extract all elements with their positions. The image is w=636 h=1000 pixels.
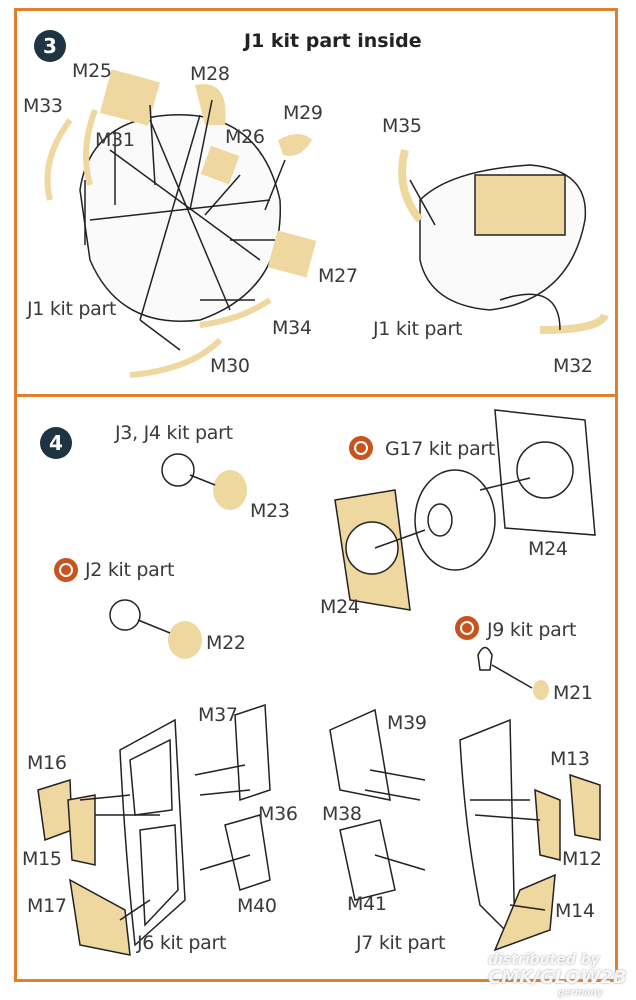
optional-part-icon-j9: [455, 616, 479, 640]
optional-part-icon-j2: [54, 558, 78, 582]
label-m30: M30: [210, 355, 250, 377]
installed-panels: [474, 174, 566, 236]
label-m24-right: M24: [528, 538, 568, 560]
label-m29: M29: [283, 102, 323, 124]
label-j1-left: J1 kit part: [27, 298, 117, 320]
label-m34: M34: [272, 317, 312, 339]
part-m23: [213, 470, 247, 510]
part-m28: [195, 84, 226, 125]
label-m25: M25: [72, 60, 112, 82]
label-j6: J6 kit part: [137, 932, 227, 954]
label-j1-right: J1 kit part: [373, 318, 463, 340]
label-m36: M36: [258, 803, 298, 825]
label-m22: M22: [206, 632, 246, 654]
part-j3-j4: [161, 453, 195, 487]
step-3-badge: 3: [34, 30, 66, 62]
label-m24-left: M24: [320, 596, 360, 618]
label-m27: M27: [318, 265, 358, 287]
label-m14: M14: [555, 900, 595, 922]
part-m41: [339, 819, 396, 901]
part-m12: [534, 788, 561, 861]
label-m31: M31: [95, 129, 135, 151]
label-m38: M38: [322, 803, 362, 825]
part-m40: [224, 814, 271, 891]
watermark-line3: germany: [558, 988, 603, 998]
part-m21: [533, 680, 549, 700]
part-m29: [278, 134, 312, 156]
label-m16: M16: [27, 752, 67, 774]
part-m13: [569, 773, 601, 841]
part-m34: [199, 297, 272, 328]
label-m33: M33: [23, 95, 63, 117]
step-3-title: J1 kit part inside: [244, 30, 422, 52]
watermark-line1: distributed by: [488, 952, 600, 968]
part-m26: [200, 145, 240, 185]
label-j3-j4: J3, J4 kit part: [115, 422, 233, 444]
label-m23: M23: [250, 500, 290, 522]
step-4-badge: 4: [40, 427, 72, 459]
part-m32: [539, 313, 609, 334]
part-m14: [493, 873, 556, 952]
label-m40: M40: [237, 895, 277, 917]
step-4-panel: [14, 394, 618, 982]
part-j9: [477, 646, 493, 671]
label-m21: M21: [553, 682, 593, 704]
watermark-logo: CMK/GLOW2B: [488, 967, 627, 988]
label-m26: M26: [225, 126, 265, 148]
part-m31: [83, 108, 98, 186]
part-j2: [109, 599, 141, 631]
part-m16: [37, 778, 73, 842]
label-m12: M12: [562, 848, 602, 870]
label-g17: G17 kit part: [385, 438, 496, 460]
label-m28: M28: [190, 63, 230, 85]
part-m27: [267, 230, 317, 278]
part-m17: [69, 878, 131, 956]
wheel-g17: [414, 469, 496, 571]
label-m15: M15: [22, 848, 62, 870]
frame-j6: [119, 718, 186, 947]
optional-part-icon-g17: [349, 436, 373, 460]
kit-part-icons: [54, 436, 479, 640]
part-m22: [168, 621, 202, 659]
label-m39: M39: [387, 712, 427, 734]
step-3-drawing: [44, 69, 609, 378]
part-m33: [44, 118, 73, 201]
part-m30: [129, 337, 223, 378]
part-m25: [99, 69, 160, 126]
label-j7: J7 kit part: [356, 932, 446, 954]
frame-j7: [459, 718, 516, 942]
part-m15: [67, 794, 96, 866]
label-j2: J2 kit part: [85, 559, 175, 581]
label-j9: J9 kit part: [487, 619, 577, 641]
label-m35: M35: [382, 115, 422, 137]
label-m32: M32: [553, 355, 593, 377]
label-m13: M13: [550, 748, 590, 770]
label-m17: M17: [27, 895, 67, 917]
part-m35: [398, 149, 424, 223]
part-m39: [329, 708, 391, 801]
step-4-drawing: [37, 409, 601, 956]
label-m41: M41: [347, 893, 387, 915]
label-m37: M37: [198, 704, 238, 726]
part-m37: [234, 703, 271, 802]
distributor-watermark: distributed by CMK/GLOW2B germany: [488, 952, 627, 998]
